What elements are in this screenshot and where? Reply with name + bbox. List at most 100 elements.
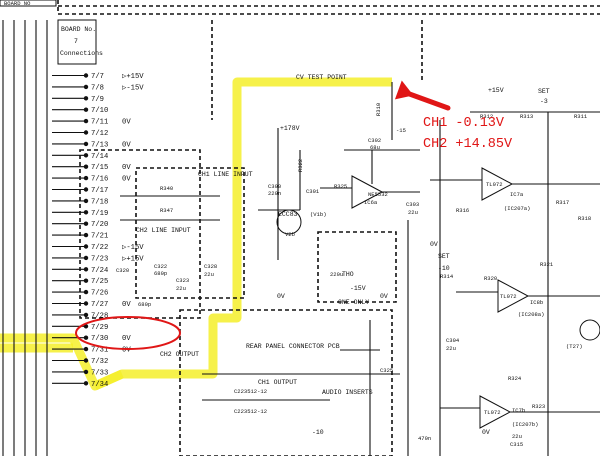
c322-value: 680p — [154, 270, 167, 277]
ch1-voltage-annotation: CH1 -0.13V — [423, 116, 505, 131]
connector-pin-row: 7/32 — [52, 358, 108, 366]
c303-value: 22u — [408, 209, 418, 216]
ch2-line-input-box: CH2 LINE INPUT — [79, 149, 201, 319]
plus15v-top-label: +15V — [488, 87, 504, 94]
r324-label: R324 — [508, 375, 522, 382]
connector-pin-row: 7/25 — [52, 278, 108, 286]
set10-label: SET — [438, 253, 450, 260]
pin-label: 7/11 — [91, 119, 108, 127]
set10-value: -10 — [438, 265, 450, 272]
ic207b-label: (IC207b) — [512, 421, 538, 428]
ch2-output-label: CH2 OUTPUT — [160, 351, 199, 358]
c323-value: 22u — [176, 285, 186, 292]
connector-pin-row: 7/24 — [52, 267, 108, 275]
pin-label: 7/8 — [91, 84, 104, 92]
pin-dot — [83, 244, 89, 249]
tl072-a-label: TL072 — [486, 181, 503, 188]
c322-label: C322 — [154, 263, 167, 270]
pin-dot — [83, 164, 89, 169]
pin-dot — [83, 187, 89, 192]
connector-pin-row: 7/19 — [52, 210, 108, 218]
c223512-b-label: C223512-12 — [234, 408, 267, 415]
pin-label: 7/9 — [91, 96, 104, 104]
pin-dot — [83, 346, 89, 352]
r321-label: R321 — [540, 261, 554, 268]
r322-label: R322 — [297, 159, 304, 172]
c300-value: 220n — [268, 190, 281, 197]
pin-label: 7/28 — [91, 312, 108, 320]
r470-label: 470n — [418, 435, 431, 442]
connector-pin-row: 7/34 — [52, 381, 108, 389]
connector-pin-row: 7/23▷+15V — [52, 255, 144, 263]
one-only-box: ONE ONLY — [317, 231, 397, 306]
r317-label: R317 — [556, 199, 569, 206]
v178-label: +178V — [280, 125, 300, 132]
ch2-line-input-label: CH2 LINE INPUT — [136, 227, 191, 234]
pin-label: 7/15 — [91, 164, 108, 172]
r347-label: R347 — [160, 207, 173, 214]
zero-v-label-2: 0V — [380, 293, 388, 300]
pin-dot — [83, 96, 89, 101]
pin-dot — [83, 73, 89, 78]
r312-label: R312 — [480, 113, 493, 120]
c302-label: C302 — [368, 137, 381, 144]
pin-label: 7/29 — [91, 324, 108, 332]
pin-net-label: 0V — [122, 347, 131, 355]
pin-net-label: 0V — [122, 119, 131, 127]
left-bus — [2, 20, 48, 456]
r314-label: R314 — [440, 273, 454, 280]
ic208a-label: (IC208a) — [518, 311, 544, 318]
connector-pin-row: 7/15 0V — [52, 164, 131, 172]
pin-label: 7/16 — [91, 176, 108, 184]
c304-label: C304 — [446, 337, 460, 344]
c300-label: C300 — [268, 183, 281, 190]
pin-label: 7/34 — [91, 381, 108, 389]
c301-label: C301 — [306, 188, 320, 195]
pin-label: 7/32 — [91, 358, 108, 366]
cap220-label: 220u — [330, 271, 343, 278]
pin-dot — [83, 107, 89, 112]
tl072-b-label: TL072 — [500, 293, 517, 300]
pin-label: 7/24 — [91, 267, 108, 275]
connector-pin-row: 7/26 — [52, 290, 108, 298]
pin-label: 7/31 — [91, 347, 108, 355]
set3-label: SET — [538, 88, 550, 95]
tube-v-label: V2b — [285, 231, 295, 238]
c320-label: C320 — [116, 267, 129, 274]
circuit-wiring — [120, 82, 600, 456]
c315-label: C315 — [510, 441, 523, 448]
r310-label: R310 — [375, 103, 382, 116]
pin-label: 7/26 — [91, 290, 108, 298]
connector-pin-row: 7/20 — [52, 221, 108, 229]
pin-dot — [83, 198, 89, 204]
ic7a-label: IC7a — [510, 191, 524, 198]
pin-label: 7/18 — [91, 198, 108, 206]
ch1-line-input-box: CH1 LINE INPUT — [135, 167, 253, 299]
highlighted-cv-path — [0, 77, 392, 391]
pin-dot — [83, 255, 89, 261]
pin-net-label: 0V — [122, 164, 131, 172]
r311-label: R311 — [574, 113, 588, 120]
one-only-label: ONE ONLY — [338, 299, 369, 306]
rear-panel-label: REAR PANEL CONNECTOR PCB — [246, 343, 340, 350]
pin-dot — [83, 130, 89, 135]
pin-label: 7/14 — [91, 153, 108, 161]
pin-dot — [83, 278, 89, 283]
connector-pin-row: 7/28 — [52, 312, 108, 320]
r316-label: R316 — [456, 207, 469, 214]
pin-label: 7/12 — [91, 130, 108, 138]
connector-pin-row: 7/17 — [52, 187, 108, 195]
pin-dot — [83, 301, 89, 306]
ch2-voltage-annotation: CH2 +14.85V — [423, 137, 513, 152]
pin-dot — [83, 232, 89, 238]
pin-net-label: 0V — [122, 141, 131, 149]
pin-net-label: ▷-15V — [122, 84, 144, 92]
pin-dot — [83, 175, 89, 181]
connector-pin-row: 7/12 — [52, 130, 108, 138]
c223512-a-label: C223512-12 — [234, 388, 267, 395]
pin-label: 7/7 — [91, 73, 104, 81]
pin-dot — [83, 289, 89, 295]
top-border: BOARD NO — [0, 0, 600, 15]
tl072-c-label: TL072 — [484, 409, 501, 416]
